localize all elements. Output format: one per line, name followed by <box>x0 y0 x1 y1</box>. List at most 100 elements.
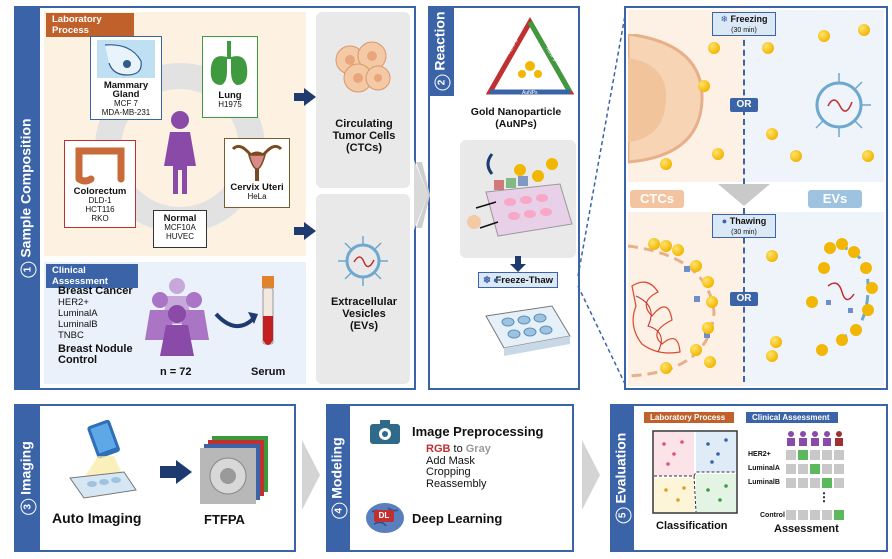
curved-arrow-to-serum <box>214 312 258 328</box>
freezing-text: Freezing <box>730 14 768 24</box>
rgb-to-gray: RGB to Gray <box>426 443 491 456</box>
reaction-plate-icon <box>467 153 573 237</box>
ev-block <box>316 194 410 384</box>
aunp-dot <box>818 30 830 42</box>
freezing-label: ❄ Freezing (30 min) <box>712 12 776 36</box>
ev-icon <box>338 236 388 286</box>
gold-label-2: (AuNPs) <box>495 118 537 130</box>
eval-lab-label: Laboratory Process <box>644 412 734 423</box>
panel2-number: 2 <box>434 74 451 91</box>
aunp-dot <box>648 238 660 250</box>
serum-tube-icon <box>262 276 274 345</box>
assessment-label: Assessment <box>774 523 839 535</box>
chevron-1-2-icon <box>414 160 430 230</box>
gold-nanoparticle-label: Gold Nanoparticle (AuNPs) <box>456 106 576 130</box>
cell-line-mdamb231: MDA-MB-231 <box>101 108 151 117</box>
aunp-dot <box>702 276 714 288</box>
subtype-her2: HER2+ <box>58 297 89 308</box>
assessment-grid <box>786 450 844 520</box>
ctc-label-line1: Circulating <box>335 118 393 130</box>
nodule-label-1: Breast Nodule <box>58 343 133 355</box>
patients-row-icon <box>787 431 843 446</box>
ctc-cell-broken <box>628 244 716 378</box>
deep-learning-label: Deep Learning <box>412 511 503 526</box>
preprocessing-steps: RGB to Gray Add Mask Cropping Reassembly <box>426 443 491 490</box>
aunp-dot <box>858 24 870 36</box>
preprocessing-title: Image Preprocessing <box>412 424 544 439</box>
panel4-number: 4 <box>331 502 348 519</box>
clinical-label: Clinical Assessment <box>46 264 138 288</box>
aunp-dot <box>708 42 720 54</box>
ctc-cluster-icon <box>335 41 391 93</box>
chevron-4-5-icon <box>582 440 600 510</box>
ev-vesicle-freeze <box>815 73 871 137</box>
panel4-side-tab: 4 Modeling <box>326 404 350 552</box>
tri-label-bottom: AuNPs <box>522 90 538 96</box>
organ-name-normal: Normal <box>163 213 197 224</box>
droplet-icon: ● <box>493 275 499 286</box>
aunp-dot <box>790 150 802 162</box>
freeze-snowflake-icon: ❄ <box>720 14 728 24</box>
row-control: Control <box>760 512 785 519</box>
arrow-imaging-shaft <box>160 466 178 478</box>
or-badge-1: OR <box>730 98 758 112</box>
ev-label-line1: Extracellular <box>330 296 398 308</box>
thaw-droplet-icon: ● <box>721 216 728 226</box>
row-her2: HER2+ <box>748 451 771 458</box>
ev-vesicle-thaw <box>806 238 878 356</box>
aunp-dot <box>762 42 774 54</box>
organ-card-mammary: Mammary Gland MCF 7 MDA-MB-231 <box>90 36 162 120</box>
to-text: to <box>450 443 466 455</box>
ctc-label-line3: (CTCs) <box>345 142 383 154</box>
ev-label: Extracellular Vesicles (EVs) <box>318 296 410 332</box>
panel3-number: 3 <box>20 498 37 515</box>
subtype-luminalb: LuminalB <box>58 319 98 330</box>
freeze-thaw-plate-icon <box>485 305 571 356</box>
cell-line-huvec: HUVEC <box>165 232 194 241</box>
arrow-to-ev <box>304 222 316 240</box>
gray-text: Gray <box>465 443 491 455</box>
serum-label: Serum <box>251 366 286 378</box>
aunp-dot <box>704 356 716 368</box>
down-arrow-icon <box>510 256 526 272</box>
ctc-label: Circulating Tumor Cells (CTCs) <box>318 118 410 154</box>
cell-line-hela: HeLa <box>247 192 267 201</box>
gold-label-1: Gold Nanoparticle <box>470 106 562 118</box>
aunp-dot <box>770 336 782 348</box>
zoom-down-chevron-icon <box>718 184 770 206</box>
panel1-side-tab: 1 Sample Composition <box>14 6 40 390</box>
classification-scatter-icon <box>652 430 738 514</box>
row-luminala: LuminalA <box>748 465 780 472</box>
subtype-luminala: LuminalA <box>58 308 98 319</box>
panel1-title: Sample Composition <box>17 118 34 258</box>
row-luminalb: LuminalB <box>748 479 780 486</box>
aunp-dot <box>698 80 710 92</box>
aunp-dot <box>660 240 672 252</box>
panel1-number: 1 <box>20 261 37 278</box>
zoom-thaw-left-bg <box>628 212 744 386</box>
panel5-title: Evaluation <box>612 432 629 504</box>
aunp-dot <box>660 158 672 170</box>
ctcs-label: CTCs <box>630 190 684 208</box>
evs-label: EVs <box>808 190 862 208</box>
aunp-triangle-icon: AuNPs AuNPs AuNPs <box>486 16 574 96</box>
ctc-block <box>316 12 410 188</box>
organ-name-lung: Lung <box>218 90 242 101</box>
panel2-side-tab: 2 Reaction <box>428 6 454 96</box>
arrow-to-ev-shaft <box>294 227 306 235</box>
aunp-dot <box>702 322 714 334</box>
cell-line-h1975: H1975 <box>218 100 242 109</box>
ftfpa-image-stack <box>200 436 268 504</box>
nodule-label-2: Control <box>58 354 98 366</box>
panel-modeling <box>326 404 574 552</box>
or-badge-2: OR <box>730 292 758 306</box>
organ-card-lung: Lung H1975 <box>202 36 258 118</box>
cell-line-hct116: HCT116 <box>85 205 115 214</box>
panel2-title: Reaction <box>431 11 448 71</box>
ctc-cell-large <box>628 34 704 164</box>
panel3-side-tab: 3 Imaging <box>14 404 40 552</box>
freezing-time: (30 min) <box>731 27 757 34</box>
chevron-3-4-icon <box>302 440 320 510</box>
lab-process-label: Laboratory Process <box>46 13 134 37</box>
organ-card-colorectum: Colorectum DLD-1 HCT116 RKO <box>64 140 136 228</box>
